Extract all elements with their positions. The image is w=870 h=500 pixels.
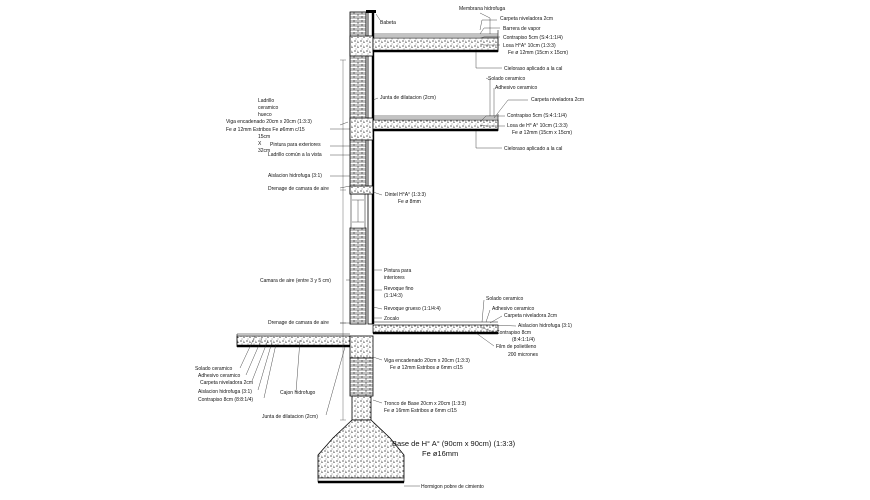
label-x: X bbox=[258, 141, 262, 147]
label-contrapiso-gf-l: Contrapiso 8cm (8:8:1/4) bbox=[198, 397, 253, 403]
label-film-micrones: 200 micrones bbox=[508, 352, 539, 358]
mid-floor-slab bbox=[372, 114, 499, 132]
label-viga-upper: Viga encadenado 20cm x 20cm (1:3:3) bbox=[226, 119, 312, 125]
label-viga-fund: Viga encadenado 20cm x 20cm (1:3:3) bbox=[384, 358, 470, 364]
label-drenage-lower: Drenage de camara de aire bbox=[268, 320, 329, 326]
ground-floor-right-annotations: Solado ceramico Adhesivo ceramico Carpet… bbox=[486, 296, 572, 358]
label-aislacion-upper: Aislacion hidrofuga (3:1) bbox=[268, 173, 322, 179]
label-hormigon-pobre: Hormigon pobre de cimiento bbox=[421, 484, 484, 490]
label-carpeta-mid: Carpeta niveladora 2cm bbox=[531, 97, 584, 103]
label-viga-fund-fe: Fe ø 12mm Estribos ø 6mm c/15 bbox=[390, 365, 463, 371]
label-ladrillo-2: ceramico bbox=[258, 105, 279, 111]
interior-finish-annotations: Pintura para interiores Revoque fino (1:… bbox=[384, 268, 441, 322]
foundation bbox=[317, 335, 405, 484]
label-base-rebar: Fe ø16mm bbox=[422, 449, 458, 458]
label-tronco: Tronco de Base 20cm x 20cm (1:3:3) bbox=[384, 401, 466, 407]
label-zocalo: Zocalo bbox=[384, 316, 399, 322]
label-solado-gf-l: Solado ceramico bbox=[195, 366, 232, 372]
label-camara-aire: Camara de aire (entre 3 y 5 cm) bbox=[260, 278, 331, 284]
label-fe-upper: Fe ø 12mm Estribos Fe ø6mm c/15 bbox=[226, 127, 305, 133]
label-ladrillo-vista: Ladrillo común a la vista bbox=[268, 152, 322, 158]
ground-floor-slab bbox=[236, 321, 499, 348]
label-junta-gf: Junta de dilatacion (2cm) bbox=[262, 414, 318, 420]
label-base-title: Base de H° A° (90cm x 90cm) (1:3:3) bbox=[392, 439, 516, 448]
label-carpeta-gf-r: Carpeta niveladora 2cm bbox=[504, 313, 557, 319]
label-pintura-int-2: interiores bbox=[384, 275, 405, 281]
label-losa-roof: Losa H°A° 10cm (1:3:3) bbox=[503, 43, 556, 49]
ground-floor-left-annotations: Solado ceramico Adhesivo ceramico Carpet… bbox=[195, 366, 318, 420]
label-drenage-upper: Drenage de camara de aire bbox=[268, 186, 329, 192]
label-carpeta-roof: Carpeta niveladora 2cm bbox=[500, 16, 553, 22]
label-solado-mid: Solado ceramico bbox=[488, 76, 525, 82]
leader-lines bbox=[239, 12, 528, 487]
label-carpeta-gf-l: Carpeta niveladora 2cm bbox=[200, 380, 253, 386]
label-fe-mid: Fe ø 12mm (15cm x 15cm) bbox=[512, 130, 572, 136]
label-revoque-grueso: Revoque grueso (1:1/4:4) bbox=[384, 306, 441, 312]
roof-annotations: Membrana hidrofuga Babeta Carpeta nivela… bbox=[380, 6, 568, 72]
exterior-wall bbox=[349, 11, 375, 325]
label-15cm: 15cm bbox=[258, 134, 270, 140]
label-revoque-fino: Revoque fino bbox=[384, 286, 414, 292]
label-contrapiso-roof: Contrapiso 5cm (S:4:1:1/4) bbox=[503, 35, 563, 41]
label-aislacion-gf-r: Aislacion hidrofuga (3:1) bbox=[518, 323, 572, 329]
label-adhesivo-gf-l: Adhesivo ceramico bbox=[198, 373, 240, 379]
foundation-annotations: Viga encadenado 20cm x 20cm (1:3:3) Fe ø… bbox=[384, 358, 516, 490]
label-cajon: Cajon hidrofugo bbox=[280, 390, 316, 396]
label-cieloraso-mid: Cieloraso aplicado a la cal bbox=[504, 146, 562, 152]
dimension-lines bbox=[340, 59, 346, 421]
label-membrana: Membrana hidrofuga bbox=[459, 6, 505, 12]
air-chamber-annotations: Camara de aire (entre 3 y 5 cm) Drenage … bbox=[260, 278, 331, 326]
label-losa-mid: Losa de H° A° 10cm (1:3:3) bbox=[507, 123, 568, 129]
label-fe-roof: Fe ø 12mm (15cm x 15cm) bbox=[508, 50, 568, 56]
label-contrapiso-gf-r-mix: (8:4:1:1/4) bbox=[512, 337, 535, 343]
label-babeta: Babeta bbox=[380, 20, 396, 26]
roof-slab bbox=[366, 10, 499, 53]
label-tronco-fe: Fe ø 16mm Estribos ø 6mm c/15 bbox=[384, 408, 457, 414]
label-barrera-vapor: Barrera de vapor bbox=[503, 26, 541, 32]
label-ladrillo-1: Ladrillo bbox=[258, 98, 274, 104]
left-upper-annotations: Ladrillo ceramico hueco Viga encadenado … bbox=[226, 98, 329, 192]
label-pintura-ext: Pintura para exteriores bbox=[270, 142, 321, 148]
label-adhesivo-mid: Adhesivo ceramico bbox=[495, 85, 537, 91]
label-contrapiso-gf-r: Contrapiso 8cm bbox=[496, 330, 531, 336]
label-contrapiso-mid: Contrapiso 5cm (S:4:1:1/4) bbox=[507, 113, 567, 119]
label-solado-gf-r: Solado ceramico bbox=[486, 296, 523, 302]
label-dintel: Dintel H°A° (1:3:3) bbox=[385, 192, 426, 198]
label-aislacion-gf-l: Aislacion hidrofuga (3:1) bbox=[198, 389, 252, 395]
label-junta-mid: Junta de dilatacion (2cm) bbox=[380, 95, 436, 101]
lintel-annotations: Dintel H°A° (1:3:3) Fe ø 8mm bbox=[385, 192, 426, 205]
label-film: Film de polietileno bbox=[496, 344, 537, 350]
label-adhesivo-gf-r: Adhesivo ceramico bbox=[492, 306, 534, 312]
mid-floor-annotations: Solado ceramico Adhesivo ceramico Carpet… bbox=[380, 76, 584, 152]
label-revoque-fino-mix: (1:1/4:3) bbox=[384, 293, 403, 299]
label-32cm: 32cm bbox=[258, 148, 270, 154]
label-pintura-int-1: Pintura para bbox=[384, 268, 411, 274]
label-dintel-fe: Fe ø 8mm bbox=[398, 199, 421, 205]
label-ladrillo-3: hueco bbox=[258, 112, 272, 118]
label-cieloraso-roof: Cieloraso aplicado a la cal bbox=[504, 66, 562, 72]
